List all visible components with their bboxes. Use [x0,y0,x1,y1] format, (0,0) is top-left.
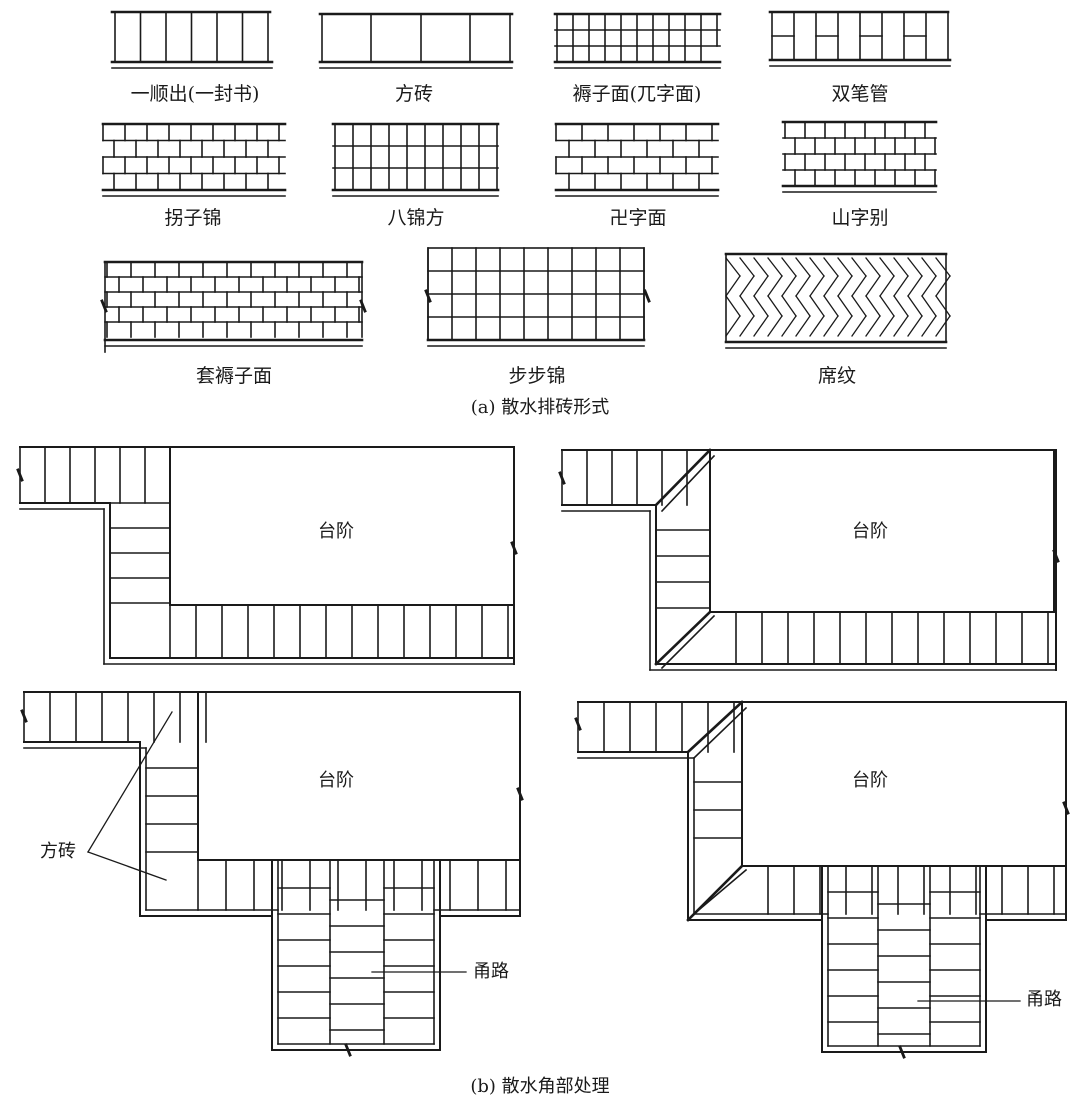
swatch-yishunchu [110,10,274,69]
pattern-label-fangzhuan: 方砖 [394,83,434,105]
swatch-bajinfang [331,122,500,197]
swatch-shanziebie [781,120,938,193]
step-label-4: 台阶 [852,770,888,791]
swatch-shuangbiguan [768,10,952,67]
corner-detail-4 [574,700,1070,1059]
step-label-1: 台阶 [318,521,354,542]
swatch-wanzimian [554,122,720,197]
pattern-row-2 [101,120,938,197]
path-label-1: 甬路 [473,961,509,982]
pattern-label-shanziebie: 山字别 [831,207,889,229]
pattern-label-xiwen: 席纹 [817,365,857,387]
pattern-label-guaizijin: 拐子锦 [164,207,222,229]
pattern-row-1 [110,10,952,69]
step-label-2: 台阶 [852,521,888,542]
caption-a: (a) 散水排砖形式 [470,397,610,418]
pattern-label-wanzimian: 卍字面 [609,207,667,229]
pattern-label-ruzimian: 褥子面(兀字面) [572,83,702,105]
square-brick-label: 方砖 [40,841,76,862]
corner-detail-2 [558,448,1060,671]
path-label-2: 甬路 [1026,989,1062,1010]
pattern-label-taoruzimian: 套褥子面 [195,365,273,387]
swatch-bubujin [424,247,651,347]
swatch-xiwen [724,252,951,349]
corner-details [16,446,1070,1059]
swatch-ruzimian [553,12,722,69]
pattern-label-yishunchu: 一顺出(一封书) [130,83,260,105]
corner-detail-1 [16,446,518,665]
swatch-taoruzimian [100,260,367,353]
corner-detail-3 [20,691,524,1057]
step-label-3: 台阶 [318,770,354,791]
pattern-row-3 [100,247,951,353]
swatch-guaizijin [101,122,287,197]
pattern-label-bubujin: 步步锦 [508,365,566,387]
pattern-label-shuangbiguan: 双笔管 [831,83,889,105]
caption-b: (b) 散水角部处理 [470,1076,610,1097]
pattern-label-bajinfang: 八锦方 [387,207,445,229]
swatch-fangzhuan [318,12,514,69]
